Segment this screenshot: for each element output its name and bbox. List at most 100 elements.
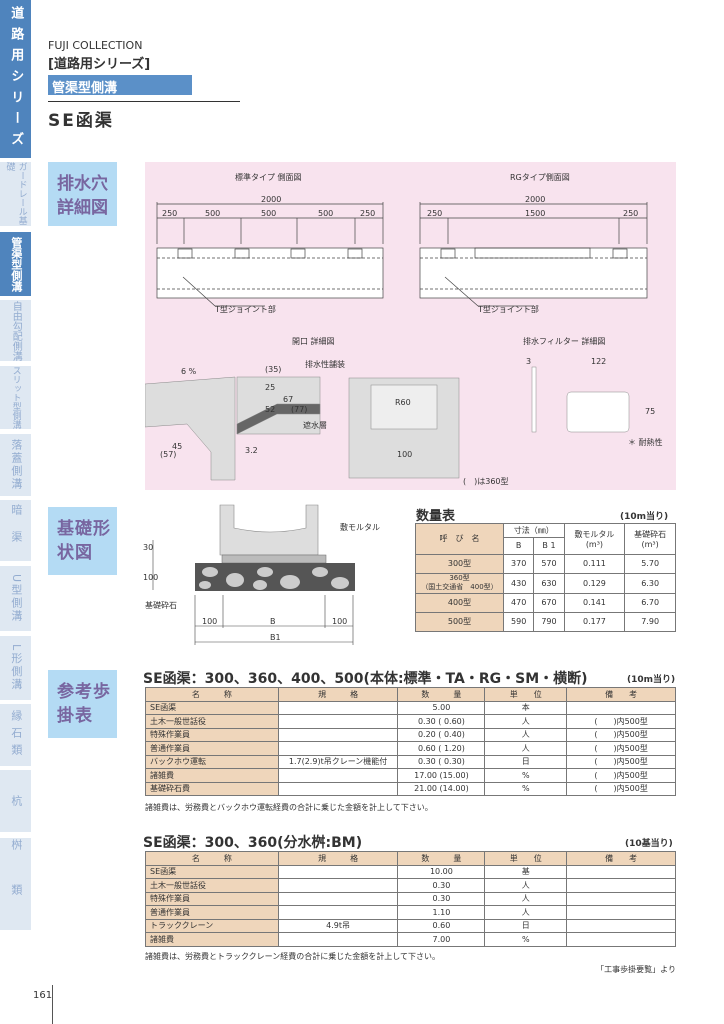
- column-header: 規 格: [277, 851, 399, 866]
- column-header: 数 量: [397, 851, 486, 866]
- svg-text:(57): (57): [160, 450, 176, 459]
- svg-text:2000: 2000: [261, 195, 281, 204]
- qty-table-title: 数量表: [416, 509, 456, 524]
- svg-text:6 %: 6 %: [181, 367, 197, 376]
- table-cell: 0.60 ( 1.20): [397, 741, 486, 756]
- svg-text:67: 67: [283, 395, 293, 404]
- table-cell: 0.30 ( 0.30): [397, 754, 486, 769]
- table-cell: [277, 878, 399, 893]
- column-header: 規 格: [277, 687, 399, 702]
- svg-text:基礎砕石: 基礎砕石: [145, 600, 177, 610]
- category-badge: 管渠型側溝: [48, 75, 192, 96]
- sidebar-tab-u-gutter[interactable]: U型側溝: [0, 566, 31, 631]
- sidebar-tab-basin[interactable]: 桝類: [0, 838, 31, 930]
- svg-text:100: 100: [202, 617, 217, 626]
- svg-text:500: 500: [261, 209, 276, 218]
- svg-text:500: 500: [318, 209, 333, 218]
- svg-text:100: 100: [332, 617, 347, 626]
- svg-text:＊ 耐熱性: ＊ 耐熱性: [628, 437, 663, 447]
- sidebar-tab-slit[interactable]: スリット型側溝: [0, 366, 31, 429]
- table-cell: 人: [484, 891, 568, 906]
- column-header: 名 称: [145, 851, 279, 866]
- table-cell: 日: [484, 918, 568, 933]
- table-cell: 人: [484, 905, 568, 920]
- sidebar-tab-l-gutter[interactable]: L形側溝: [0, 636, 31, 700]
- table-cell: 基: [484, 864, 568, 879]
- table-cell: [277, 700, 399, 715]
- table-cell: 人: [484, 714, 568, 729]
- sidebar-tab-guardrail[interactable]: ガードレール基礎: [0, 162, 31, 226]
- svg-text:排水フィルター 詳細図: 排水フィルター 詳細図: [523, 336, 605, 346]
- table-cell: 特殊作業員: [145, 727, 279, 742]
- table-cell: [277, 714, 399, 729]
- svg-text:(77): (77): [291, 405, 307, 414]
- table-cell: 1.10: [397, 905, 486, 920]
- table-cell: 基礎砕石費: [145, 781, 279, 796]
- table2-unit: (10基当り): [625, 839, 673, 849]
- table-cell: 7.00: [397, 932, 486, 947]
- column-header: 備 考: [566, 851, 676, 866]
- table-cell: バックホウ運転: [145, 754, 279, 769]
- table-cell: 1.7(2.9)t吊クレーン機能付: [277, 754, 399, 769]
- qty-table-unit: (10m当り): [620, 512, 669, 522]
- table-cell: ( )内500型: [566, 714, 676, 729]
- sidebar-tab-underdrain[interactable]: 暗渠: [0, 500, 31, 561]
- foundation-diagram: 敷モルタル 基礎砕石 30 100 100 B 100 B1: [143, 504, 380, 645]
- svg-text:3.2: 3.2: [245, 446, 258, 455]
- svg-text:排水性舗装: 排水性舗装: [305, 359, 345, 369]
- table1-note: 諸雑費は、労務費とバックホウ運転経費の合計に乗じた金額を計上して下さい。: [145, 803, 433, 812]
- divider: [52, 985, 53, 1024]
- svg-text:( )は360型: ( )は360型: [463, 477, 509, 486]
- svg-text:B: B: [270, 617, 276, 626]
- sidebar-tab-culvert-gutter[interactable]: 管渠型側溝: [0, 232, 31, 296]
- svg-text:遮水層: 遮水層: [303, 420, 327, 430]
- table-cell: [277, 932, 399, 947]
- table-cell: [566, 932, 676, 947]
- table-cell: ( )内500型: [566, 741, 676, 756]
- table-cell: 日: [484, 754, 568, 769]
- table-cell: 21.00 (14.00): [397, 781, 486, 796]
- table-cell: 普通作業員: [145, 741, 279, 756]
- table-cell: 4.9t吊: [277, 918, 399, 933]
- sidebar-tab-pile[interactable]: 杭: [0, 770, 31, 832]
- table-cell: [566, 905, 676, 920]
- column-header: 備 考: [566, 687, 676, 702]
- sidebar-tab-road-series[interactable]: 道路用シリーズ: [0, 0, 31, 158]
- svg-text:T型ジョイント部: T型ジョイント部: [477, 304, 539, 314]
- table-cell: 本: [484, 700, 568, 715]
- svg-text:25: 25: [265, 383, 275, 392]
- sidebar-tab-free-gradient[interactable]: 自由勾配側溝: [0, 300, 31, 361]
- table-cell: [277, 781, 399, 796]
- svg-text:(35): (35): [265, 365, 281, 374]
- column-header: 数 量: [397, 687, 486, 702]
- table-cell: SE函渠: [145, 864, 279, 879]
- table-cell: 土木一般世話役: [145, 714, 279, 729]
- page-title: SE函渠: [48, 111, 114, 131]
- table1-unit: (10m当り): [627, 675, 676, 685]
- table-cell: %: [484, 768, 568, 783]
- svg-text:3: 3: [526, 357, 531, 366]
- table-cell: [566, 891, 676, 906]
- table-cell: トラッククレーン: [145, 918, 279, 933]
- svg-text:122: 122: [591, 357, 606, 366]
- table-cell: [277, 864, 399, 879]
- page-number: 161: [33, 990, 53, 1001]
- table-cell: 0.30 ( 0.60): [397, 714, 486, 729]
- svg-text:B1: B1: [270, 633, 281, 642]
- sidebar-tab-drop-lid[interactable]: 落蓋側溝: [0, 434, 31, 496]
- svg-text:標準タイプ 側面図: 標準タイプ 側面図: [235, 172, 302, 182]
- sidebar-tab-curb[interactable]: 縁石類: [0, 704, 31, 766]
- table-cell: [566, 878, 676, 893]
- svg-text:45: 45: [172, 442, 182, 451]
- table-cell: %: [484, 781, 568, 796]
